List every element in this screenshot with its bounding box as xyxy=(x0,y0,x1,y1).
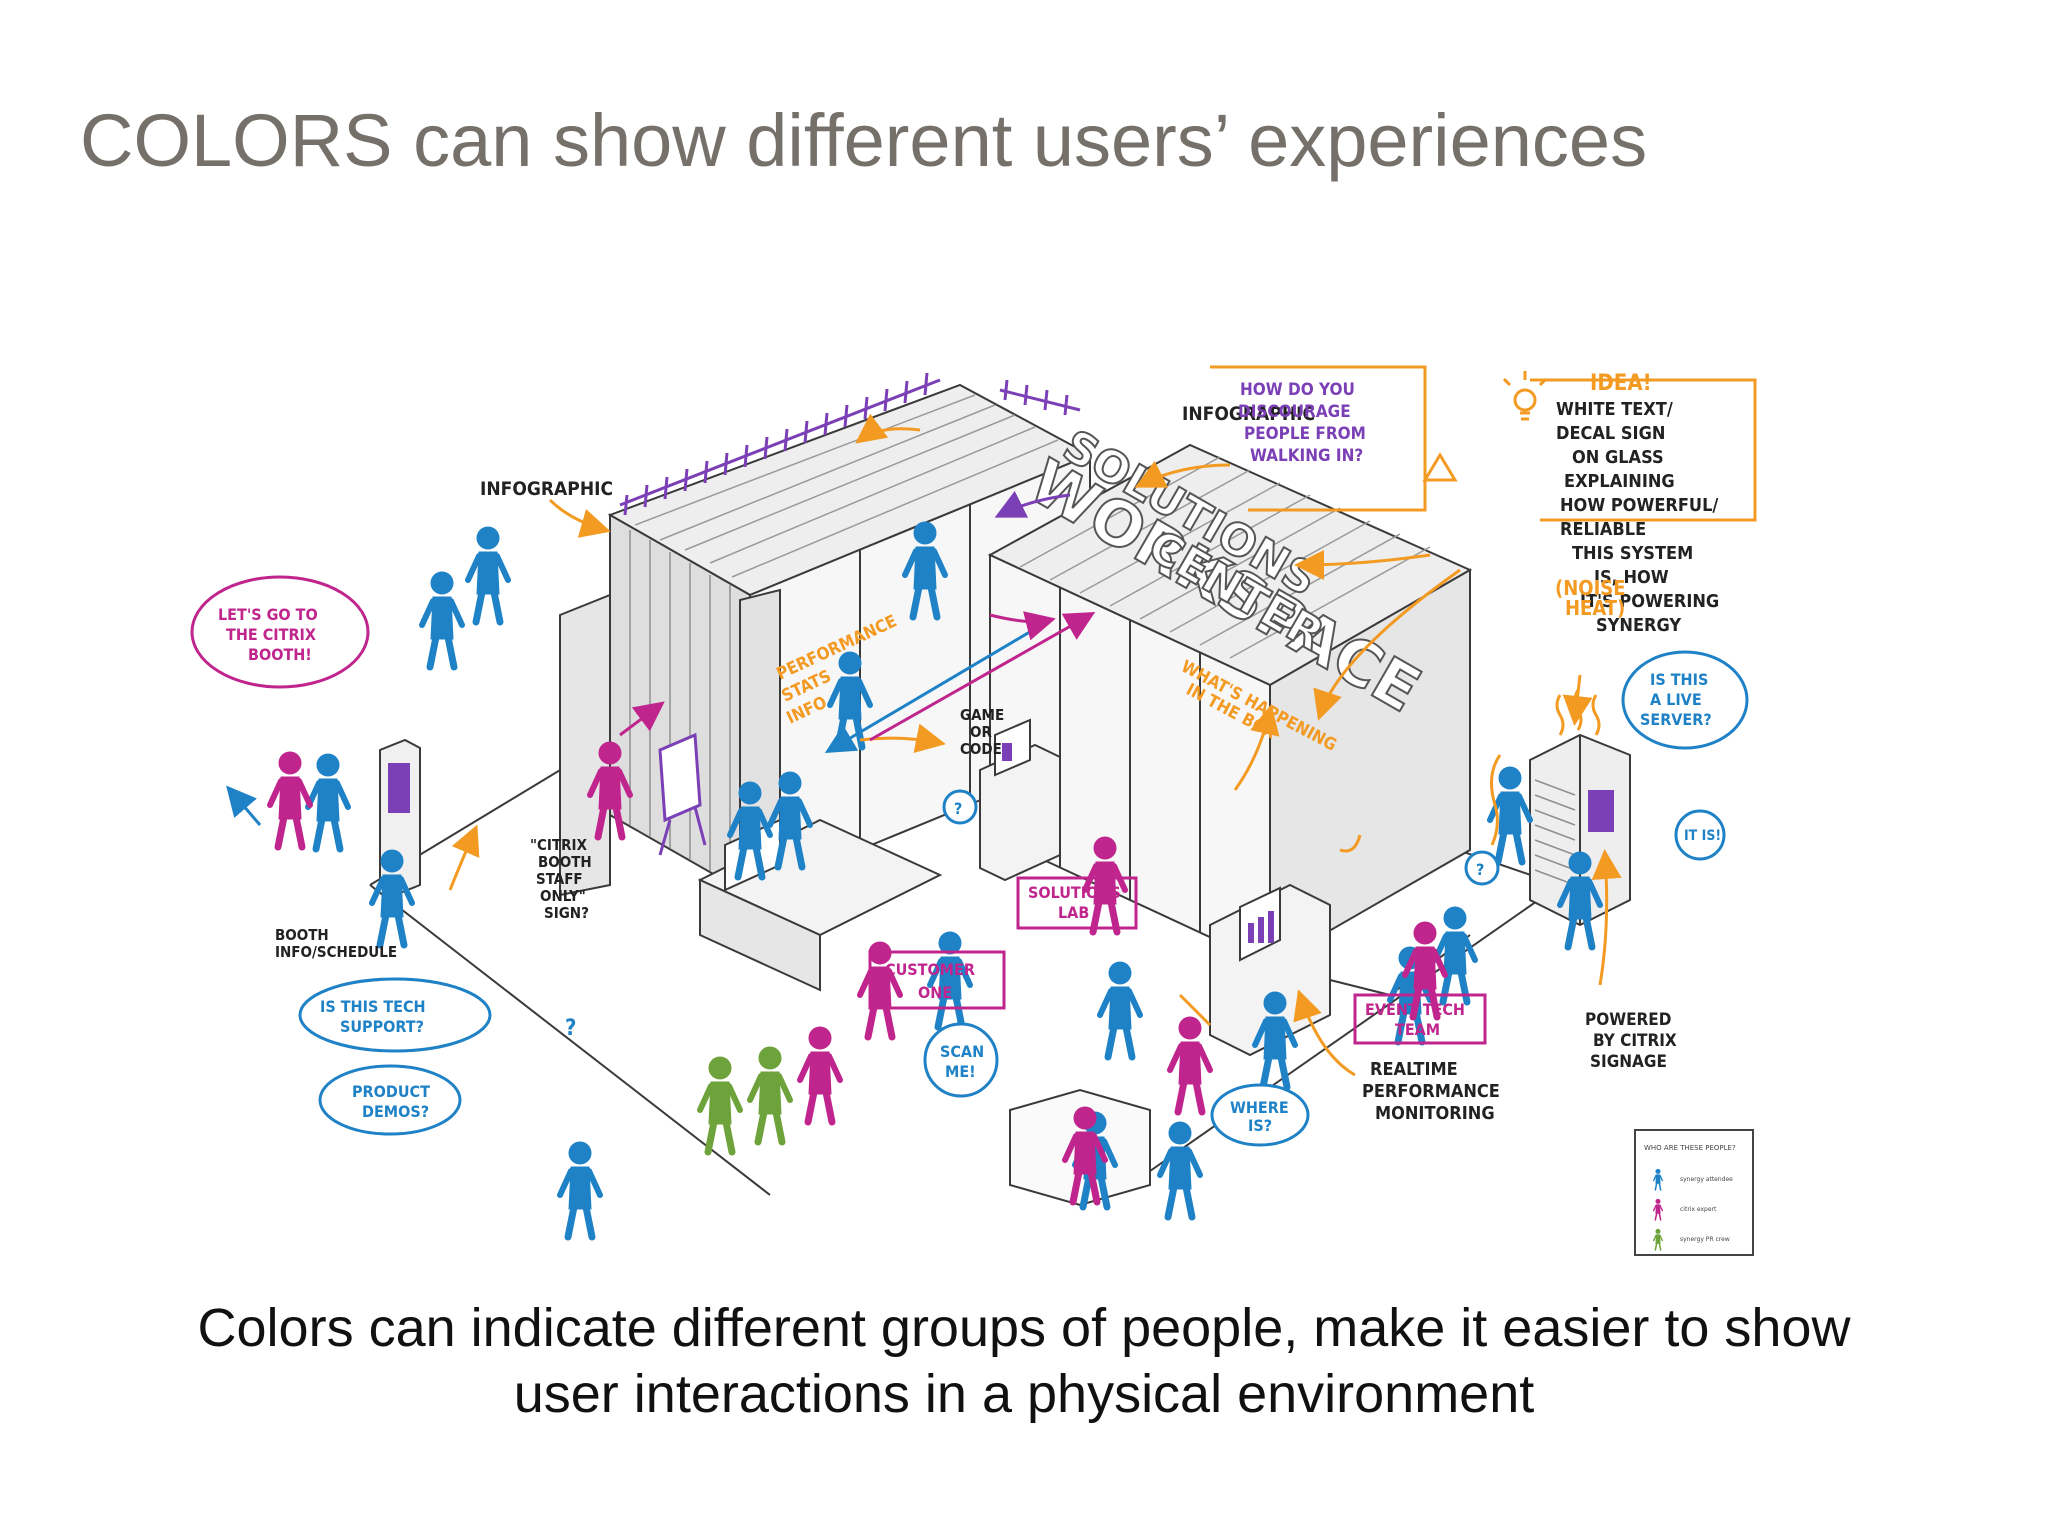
lets-go-line-2: THE CITRIX xyxy=(226,625,316,644)
idea-line-6: RELIABLE xyxy=(1560,519,1646,540)
annotations-magenta: LET'S GO TO THE CITRIX BOOTH! SOLUTIONS … xyxy=(218,605,1465,1039)
game-line-1: GAME xyxy=(960,706,1004,724)
tech-support-line-1: IS THIS TECH xyxy=(320,997,426,1016)
event-tech-line-1: EVENT TECH xyxy=(1365,1000,1465,1019)
slide-caption: Colors can indicate different groups of … xyxy=(0,1295,2048,1427)
speech-bubbles xyxy=(190,575,1749,1147)
solutions-lab-line-1: SOLUTIONS xyxy=(1028,883,1121,902)
live-server-line-1: IS THIS xyxy=(1650,670,1708,689)
idea-line-10: SYNERGY xyxy=(1596,615,1681,636)
annotation-arrows xyxy=(226,413,1622,1077)
question-mark-3: ? xyxy=(565,1016,576,1041)
idea-line-1: WHITE TEXT/ xyxy=(1556,399,1673,420)
slide-title: COLORS can show different users’ experie… xyxy=(80,99,1648,182)
legend-item-attendee: synergy attendee xyxy=(1680,1176,1733,1183)
idea-line-4: EXPLAINING xyxy=(1564,471,1675,492)
realtime-line-2: PERFORMANCE xyxy=(1362,1081,1500,1102)
annotations-blue: IS THIS A LIVE SERVER? IT IS! ? ? ? IS T… xyxy=(320,670,1721,1135)
idea-line-9: IT'S POWERING xyxy=(1580,591,1719,612)
lets-go-line-1: LET'S GO TO xyxy=(218,605,318,624)
idea-line-2: DECAL SIGN xyxy=(1556,423,1665,444)
solutions-lab-line-2: LAB xyxy=(1058,903,1089,922)
pr-crew-figures xyxy=(700,1047,790,1152)
powered-line-3: SIGNAGE xyxy=(1590,1052,1667,1072)
noise-line-2: HEAT) xyxy=(1565,596,1625,620)
where-line-2: IS? xyxy=(1248,1116,1272,1135)
legend-item-pr: synergy PR crew xyxy=(1680,1236,1730,1243)
idea-line-5: HOW POWERFUL/ xyxy=(1560,495,1718,516)
booth-illustration: SOLUTIONS WORKSPACE CENTER xyxy=(190,365,1757,1256)
product-line-1: PRODUCT xyxy=(352,1082,430,1101)
discourage-line-3: PEOPLE FROM xyxy=(1244,424,1366,444)
heat-squiggles xyxy=(1489,689,1601,846)
customer-line-2: ONE xyxy=(918,983,952,1002)
tech-support-line-2: SUPPORT? xyxy=(340,1017,424,1036)
warning-icon xyxy=(1422,452,1458,482)
realtime-line-1: REALTIME xyxy=(1370,1059,1458,1080)
roof-infographic xyxy=(619,372,1081,516)
scan-line-2: ME! xyxy=(945,1062,976,1081)
legend-item-expert: citrix expert xyxy=(1680,1206,1717,1213)
lightbulb-icon xyxy=(1502,371,1548,421)
annotations-purple: HOW DO YOU DISCOURAGE PEOPLE FROM WALKIN… xyxy=(1238,380,1366,466)
idea-heading: IDEA! xyxy=(1590,371,1652,396)
game-line-3: CODE xyxy=(960,740,1002,758)
idea-line-3: ON GLASS xyxy=(1572,447,1664,468)
noise-line-1: (NOISE xyxy=(1555,576,1626,600)
scan-line-1: SCAN xyxy=(940,1042,984,1061)
where-line-1: WHERE xyxy=(1230,1098,1289,1117)
discourage-line-2: DISCOURAGE xyxy=(1238,402,1351,422)
powered-line-2: BY CITRIX xyxy=(1593,1031,1677,1051)
legend-title: WHO ARE THESE PEOPLE? xyxy=(1644,1144,1736,1152)
label-boxes xyxy=(868,365,1757,1045)
legend: WHO ARE THESE PEOPLE? synergy attendee c… xyxy=(1634,1129,1754,1256)
idea-line-8: IS, HOW xyxy=(1594,567,1669,588)
it-is-label: IT IS! xyxy=(1684,828,1721,844)
screen-charts xyxy=(1002,743,1274,943)
event-tech-line-2: TEAM xyxy=(1395,1020,1440,1039)
caption-line-2: user interactions in a physical environm… xyxy=(513,1364,1535,1424)
powered-line-1: POWERED xyxy=(1585,1010,1671,1030)
booth-kiosk xyxy=(379,738,421,897)
question-mark-2: ? xyxy=(1476,860,1484,879)
game-line-2: OR xyxy=(970,723,992,741)
staff-line-1: "CITRIX xyxy=(530,836,588,854)
lets-go-line-3: BOOTH! xyxy=(248,645,312,664)
label-infographic-left: INFOGRAPHIC xyxy=(480,478,613,500)
discourage-line-4: WALKING IN? xyxy=(1250,446,1363,466)
realtime-line-3: MONITORING xyxy=(1375,1103,1495,1124)
idea-line-7: THIS SYSTEM xyxy=(1572,543,1693,564)
booth-line-2: INFO/SCHEDULE xyxy=(275,943,397,961)
staff-line-4: ONLY" xyxy=(540,887,586,905)
container-right xyxy=(987,443,1473,997)
live-server-line-2: A LIVE xyxy=(1650,690,1702,709)
label-infographic-right: INFOGRAPHIC xyxy=(1182,403,1315,425)
staff-line-3: STAFF xyxy=(536,870,583,888)
booth-line-1: BOOTH xyxy=(275,926,329,944)
annotations-dark: INFOGRAPHIC INFOGRAPHIC WHITE TEXT/ DECA… xyxy=(275,399,1719,1124)
product-line-2: DEMOS? xyxy=(362,1102,429,1121)
caption-line-1: Colors can indicate different groups of … xyxy=(197,1298,1851,1358)
discourage-line-1: HOW DO YOU xyxy=(1240,380,1355,400)
live-server-line-3: SERVER? xyxy=(1640,710,1712,729)
question-mark-1: ? xyxy=(954,799,962,818)
customer-line-1: CUSTOMER xyxy=(885,960,975,979)
staff-sign-easel xyxy=(658,732,707,856)
staff-line-2: BOOTH xyxy=(538,853,592,871)
staff-line-5: SIGN? xyxy=(544,904,589,922)
